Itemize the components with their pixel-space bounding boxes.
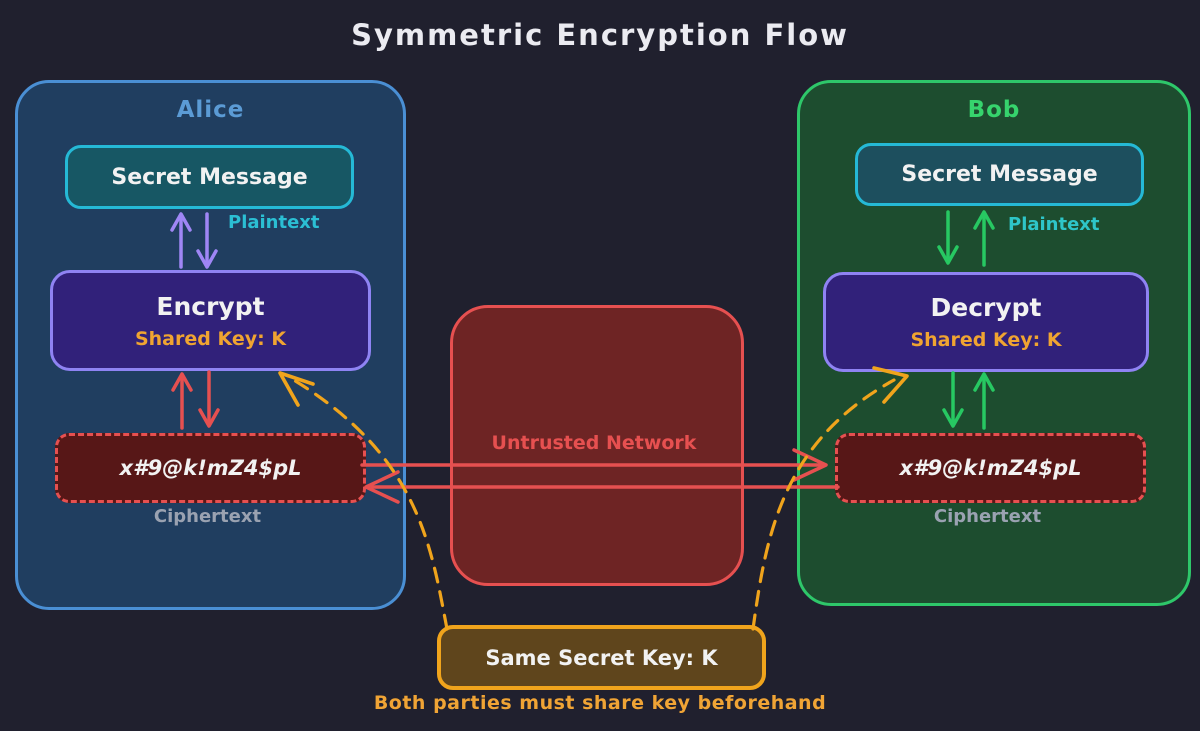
bob-ciphertext-label: Ciphertext bbox=[933, 506, 1042, 527]
alice-encrypt-text: Encrypt bbox=[156, 291, 265, 321]
untrusted-network-box bbox=[450, 305, 744, 586]
bob-shared-key-text: Shared Key: K bbox=[910, 329, 1062, 351]
bob-secret-message-box: Secret Message bbox=[855, 143, 1144, 206]
diagram-title: Symmetric Encryption Flow bbox=[351, 18, 849, 52]
same-secret-key-text: Same Secret Key: K bbox=[485, 645, 718, 670]
bob-panel-label: Bob bbox=[967, 97, 1021, 123]
bob-ciphertext-box: x#9@k!mZ4$pL bbox=[835, 433, 1146, 503]
alice-panel-label: Alice bbox=[176, 97, 245, 123]
bob-decrypt-text: Decrypt bbox=[930, 293, 1042, 322]
alice-ciphertext-value: x#9@k!mZ4$pL bbox=[119, 456, 302, 480]
alice-ciphertext-label: Ciphertext bbox=[153, 506, 262, 527]
alice-ciphertext-box: x#9@k!mZ4$pL bbox=[55, 433, 366, 503]
alice-secret-message-box: Secret Message bbox=[65, 145, 354, 209]
untrusted-network-label: Untrusted Network bbox=[491, 432, 697, 454]
alice-shared-key-text: Shared Key: K bbox=[134, 327, 287, 350]
bob-plaintext-label: Plaintext bbox=[1008, 214, 1100, 235]
alice-encrypt-box: Encrypt Shared Key: K bbox=[50, 270, 371, 371]
bob-secret-message-text: Secret Message bbox=[901, 162, 1098, 187]
bob-ciphertext-value: x#9@k!mZ4$pL bbox=[899, 456, 1082, 480]
key-caption: Both parties must share key beforehand bbox=[373, 692, 827, 714]
same-secret-key-box: Same Secret Key: K bbox=[437, 625, 766, 690]
bob-decrypt-box: Decrypt Shared Key: K bbox=[823, 272, 1149, 372]
alice-plaintext-label: Plaintext bbox=[228, 212, 320, 233]
alice-secret-message-text: Secret Message bbox=[111, 164, 308, 190]
